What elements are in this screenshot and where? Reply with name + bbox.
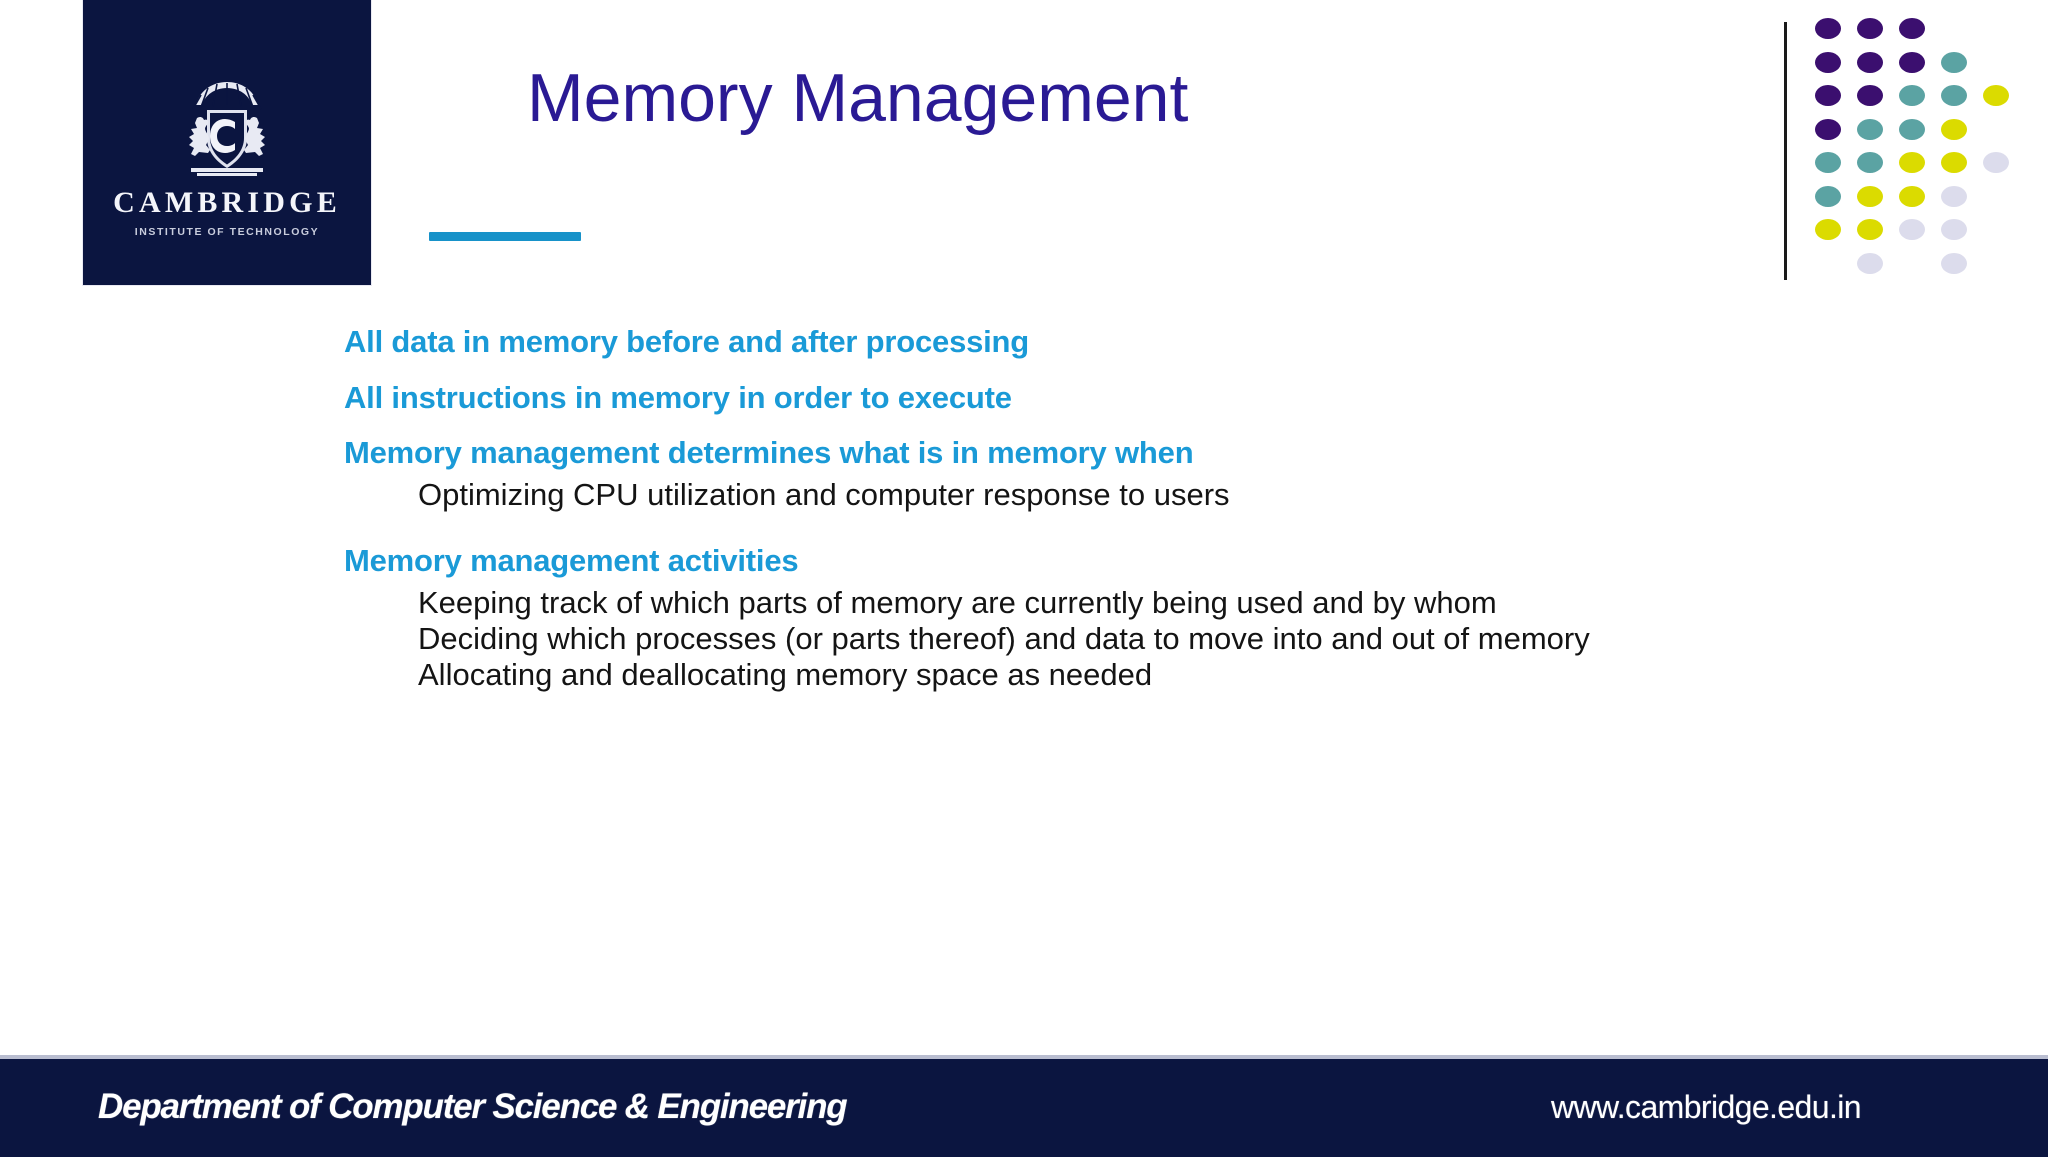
bullet-level2: Keeping track of which parts of memory a… bbox=[418, 584, 1497, 620]
decorative-dot bbox=[1941, 51, 1967, 73]
logo-subwordmark: INSTITUTE OF TECHNOLOGY bbox=[134, 225, 320, 238]
decorative-dot bbox=[1899, 18, 1925, 39]
decorative-dot bbox=[1815, 118, 1841, 140]
bullet-level1: All data in memory before and after proc… bbox=[344, 324, 1030, 359]
decorative-dot bbox=[1941, 118, 1967, 140]
footer-website-label: www.cambridge.edu.in bbox=[1551, 1089, 1862, 1125]
decorative-dot bbox=[1899, 118, 1925, 140]
decorative-dot bbox=[1983, 152, 2009, 173]
decorative-dot bbox=[1857, 152, 1883, 173]
bullet-level1: Memory management determines what is in … bbox=[344, 435, 1194, 471]
bullet-level2: Allocating and deallocating memory space… bbox=[418, 656, 1153, 692]
decorative-dot bbox=[1941, 252, 1967, 274]
footer-department-label: Department of Computer Science & Enginee… bbox=[98, 1087, 848, 1126]
logo-wordmark: CAMBRIDGE bbox=[113, 185, 341, 219]
slide-title: Memory Management bbox=[527, 60, 1189, 136]
decorative-dot bbox=[1941, 185, 1967, 207]
decorative-dot bbox=[1941, 85, 1967, 106]
decorative-dot bbox=[1815, 85, 1841, 106]
decorative-dot bbox=[1857, 185, 1883, 207]
decorative-dot bbox=[1857, 85, 1883, 106]
institute-logo-block: CAMBRIDGE INSTITUTE OF TECHNOLOGY bbox=[83, 0, 371, 285]
bullet-level1: Memory management activities bbox=[344, 542, 799, 578]
decorative-dot bbox=[1899, 152, 1925, 173]
decorative-dot bbox=[1857, 118, 1883, 140]
spacer bbox=[344, 513, 1844, 541]
decorative-dot bbox=[1857, 252, 1883, 274]
crest-icon bbox=[163, 74, 291, 186]
decorative-dot bbox=[1857, 219, 1883, 240]
vertical-divider bbox=[1784, 22, 1787, 280]
bullet-level2: Deciding which processes (or parts there… bbox=[418, 620, 1590, 656]
decorative-dot bbox=[1857, 51, 1883, 73]
decorative-dot bbox=[1899, 85, 1925, 106]
decorative-dot bbox=[1941, 219, 1967, 240]
decorative-dot bbox=[1815, 152, 1841, 173]
title-accent-rule bbox=[429, 232, 581, 241]
slide-footer: Department of Computer Science & Enginee… bbox=[0, 1055, 2048, 1157]
decorative-dot bbox=[1857, 18, 1883, 39]
body-content: All data in memory before and after proc… bbox=[344, 322, 1844, 693]
decorative-dot bbox=[1815, 219, 1841, 240]
bullet-level2: Optimizing CPU utilization and computer … bbox=[418, 477, 1230, 513]
decorative-dot bbox=[1983, 85, 2009, 106]
decorative-dot bbox=[1899, 219, 1925, 240]
decorative-dot bbox=[1815, 185, 1841, 207]
decorative-dot bbox=[1815, 51, 1841, 73]
bullet-level1: All instructions in memory in order to e… bbox=[344, 379, 1012, 415]
decorative-dot bbox=[1899, 185, 1925, 207]
decorative-dot-matrix bbox=[1815, 18, 2040, 280]
decorative-dot bbox=[1941, 152, 1967, 173]
decorative-dot bbox=[1815, 18, 1841, 39]
decorative-dot bbox=[1899, 51, 1925, 73]
